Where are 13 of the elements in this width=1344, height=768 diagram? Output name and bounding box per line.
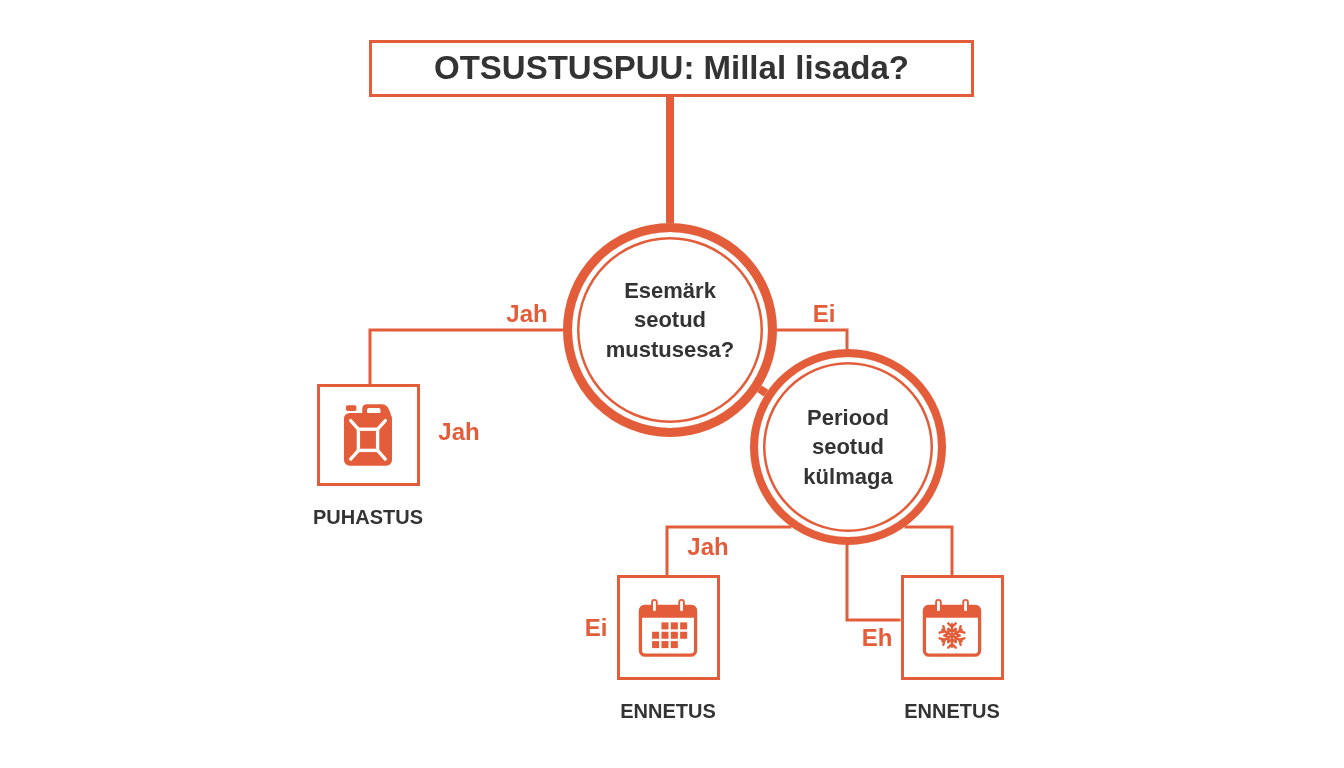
question-text: Periood seotud külmaga — [802, 404, 894, 491]
connector-line — [665, 525, 792, 575]
question-text: Esemärk seotud mustusesa? — [604, 277, 736, 364]
connector-line — [368, 328, 563, 384]
outcome-label: PUHASTUS — [313, 506, 423, 528]
outcome-label: ENNETUS — [620, 700, 716, 722]
connector-line — [777, 328, 849, 349]
outcome-label: ENNETUS — [904, 700, 1000, 722]
title-text: OTSUSTUSPUU: Millal lisada? — [434, 50, 909, 87]
connector-line — [845, 545, 901, 622]
title-box — [369, 40, 974, 97]
connector-line — [904, 525, 954, 575]
connector-line — [666, 97, 674, 223]
